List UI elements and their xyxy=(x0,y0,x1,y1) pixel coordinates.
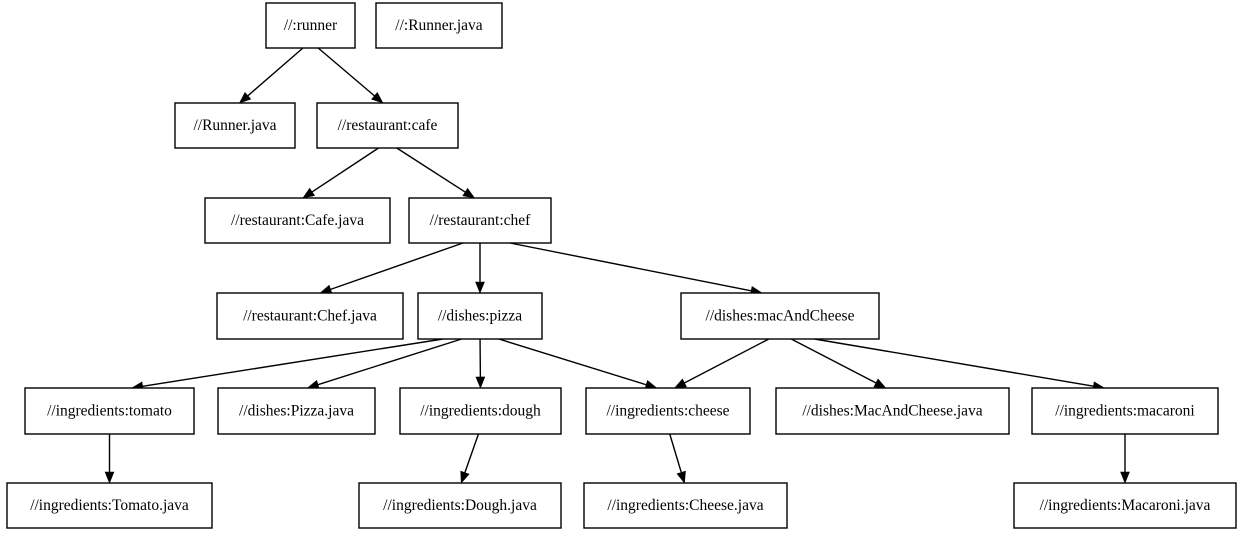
node-box xyxy=(216,292,404,340)
edge-arrowhead xyxy=(371,91,384,104)
edge-arrowhead xyxy=(319,284,333,294)
node-label: //ingredients:Cheese.java xyxy=(607,497,763,514)
graph-node-cheese[interactable]: //ingredients:cheese xyxy=(585,387,751,435)
node-label: //restaurant:cafe xyxy=(338,117,438,134)
edge-line xyxy=(317,47,375,97)
node-label: //ingredients:tomato xyxy=(47,403,172,420)
graph-node-root_runner_java[interactable]: //:Runner.java xyxy=(375,2,503,49)
node-box xyxy=(204,197,391,244)
edge-arrowhead xyxy=(676,470,686,484)
graph-node-dough_java[interactable]: //ingredients:Dough.java xyxy=(358,482,562,529)
node-label: //ingredients:Tomato.java xyxy=(30,497,189,514)
node-box xyxy=(375,2,503,49)
graph-node-dough[interactable]: //ingredients:dough xyxy=(399,387,562,435)
graph-node-tomato_java[interactable]: //ingredients:Tomato.java xyxy=(6,482,213,529)
node-label: //:Runner.java xyxy=(395,17,483,34)
edge-line xyxy=(142,338,444,387)
node-label: //ingredients:Dough.java xyxy=(383,497,537,514)
node-box xyxy=(775,387,1010,435)
edge-arrowhead xyxy=(302,187,315,199)
node-label: //ingredients:Macaroni.java xyxy=(1040,497,1211,514)
graph-node-macaroni[interactable]: //ingredients:macaroni xyxy=(1031,387,1219,435)
node-box xyxy=(265,2,356,49)
edge-line xyxy=(247,47,304,97)
node-label: //ingredients:macaroni xyxy=(1055,403,1195,420)
graph-node-runner[interactable]: //:runner xyxy=(265,2,356,49)
edge-line xyxy=(464,433,480,473)
node-box xyxy=(24,387,195,435)
node-label: //ingredients:cheese xyxy=(606,403,729,420)
node-box xyxy=(680,292,880,340)
node-label: //restaurant:Chef.java xyxy=(243,308,377,325)
node-box xyxy=(585,387,751,435)
edge-arrowhead xyxy=(104,471,115,484)
edge-arrowhead xyxy=(462,187,476,199)
graph-node-macaroni_java[interactable]: //ingredients:Macaroni.java xyxy=(1013,482,1237,529)
node-label: //dishes:Pizza.java xyxy=(239,403,354,420)
node-label: //restaurant:Cafe.java xyxy=(231,212,364,229)
edge-arrowhead xyxy=(475,281,485,294)
graph-node-cheese_java[interactable]: //ingredients:Cheese.java xyxy=(583,482,788,529)
edge-line xyxy=(330,242,464,291)
node-box xyxy=(583,482,788,529)
graph-node-pizza[interactable]: //dishes:pizza xyxy=(417,292,543,340)
nodes-layer: //:runner //:Runner.java //Runner.java //re… xyxy=(6,2,1237,529)
edge-arrowhead xyxy=(1120,471,1130,484)
edge-line xyxy=(317,338,462,386)
graph-node-mac_and_cheese[interactable]: //dishes:macAndCheese xyxy=(680,292,880,340)
edge-arrowhead xyxy=(873,378,887,389)
edge-line xyxy=(684,338,770,384)
node-box xyxy=(1013,482,1237,529)
edge-line xyxy=(814,338,1094,387)
edge-arrowhead xyxy=(460,470,470,484)
edge-line xyxy=(498,338,647,386)
node-label: //dishes:macAndCheese xyxy=(706,308,855,325)
node-box xyxy=(217,387,376,435)
node-box xyxy=(316,102,459,149)
node-box xyxy=(399,387,562,435)
edge-arrowhead xyxy=(238,91,252,104)
node-label: //ingredients:dough xyxy=(420,403,541,420)
edge-arrowhead xyxy=(475,376,486,389)
graph-node-mac_cheese_java[interactable]: //dishes:MacAndCheese.java xyxy=(775,387,1010,435)
edge-line xyxy=(509,242,752,292)
node-box xyxy=(358,482,562,529)
node-box xyxy=(174,102,296,149)
edge-line xyxy=(311,147,379,193)
graph-node-cafe_java[interactable]: //restaurant:Cafe.java xyxy=(204,197,391,244)
edge-arrowhead xyxy=(674,378,687,389)
graph-node-runner_java[interactable]: //Runner.java xyxy=(174,102,296,149)
node-box xyxy=(408,197,552,244)
node-box xyxy=(417,292,543,340)
graph-node-tomato[interactable]: //ingredients:tomato xyxy=(24,387,195,435)
node-label: //Runner.java xyxy=(193,117,276,134)
node-box xyxy=(1031,387,1219,435)
node-box xyxy=(6,482,213,529)
graph-node-chef_java[interactable]: //restaurant:Chef.java xyxy=(216,292,404,340)
graph-node-cafe[interactable]: //restaurant:cafe xyxy=(316,102,459,149)
node-label: //restaurant:chef xyxy=(430,212,532,229)
edge-line xyxy=(790,338,877,384)
graph-node-chef[interactable]: //restaurant:chef xyxy=(408,197,552,244)
node-label: //:runner xyxy=(284,17,338,34)
edge-line xyxy=(669,433,682,473)
node-label: //dishes:MacAndCheese.java xyxy=(802,403,982,420)
graph-node-pizza_java[interactable]: //dishes:Pizza.java xyxy=(217,387,376,435)
node-label: //dishes:pizza xyxy=(438,308,522,325)
edge-line xyxy=(396,147,466,193)
